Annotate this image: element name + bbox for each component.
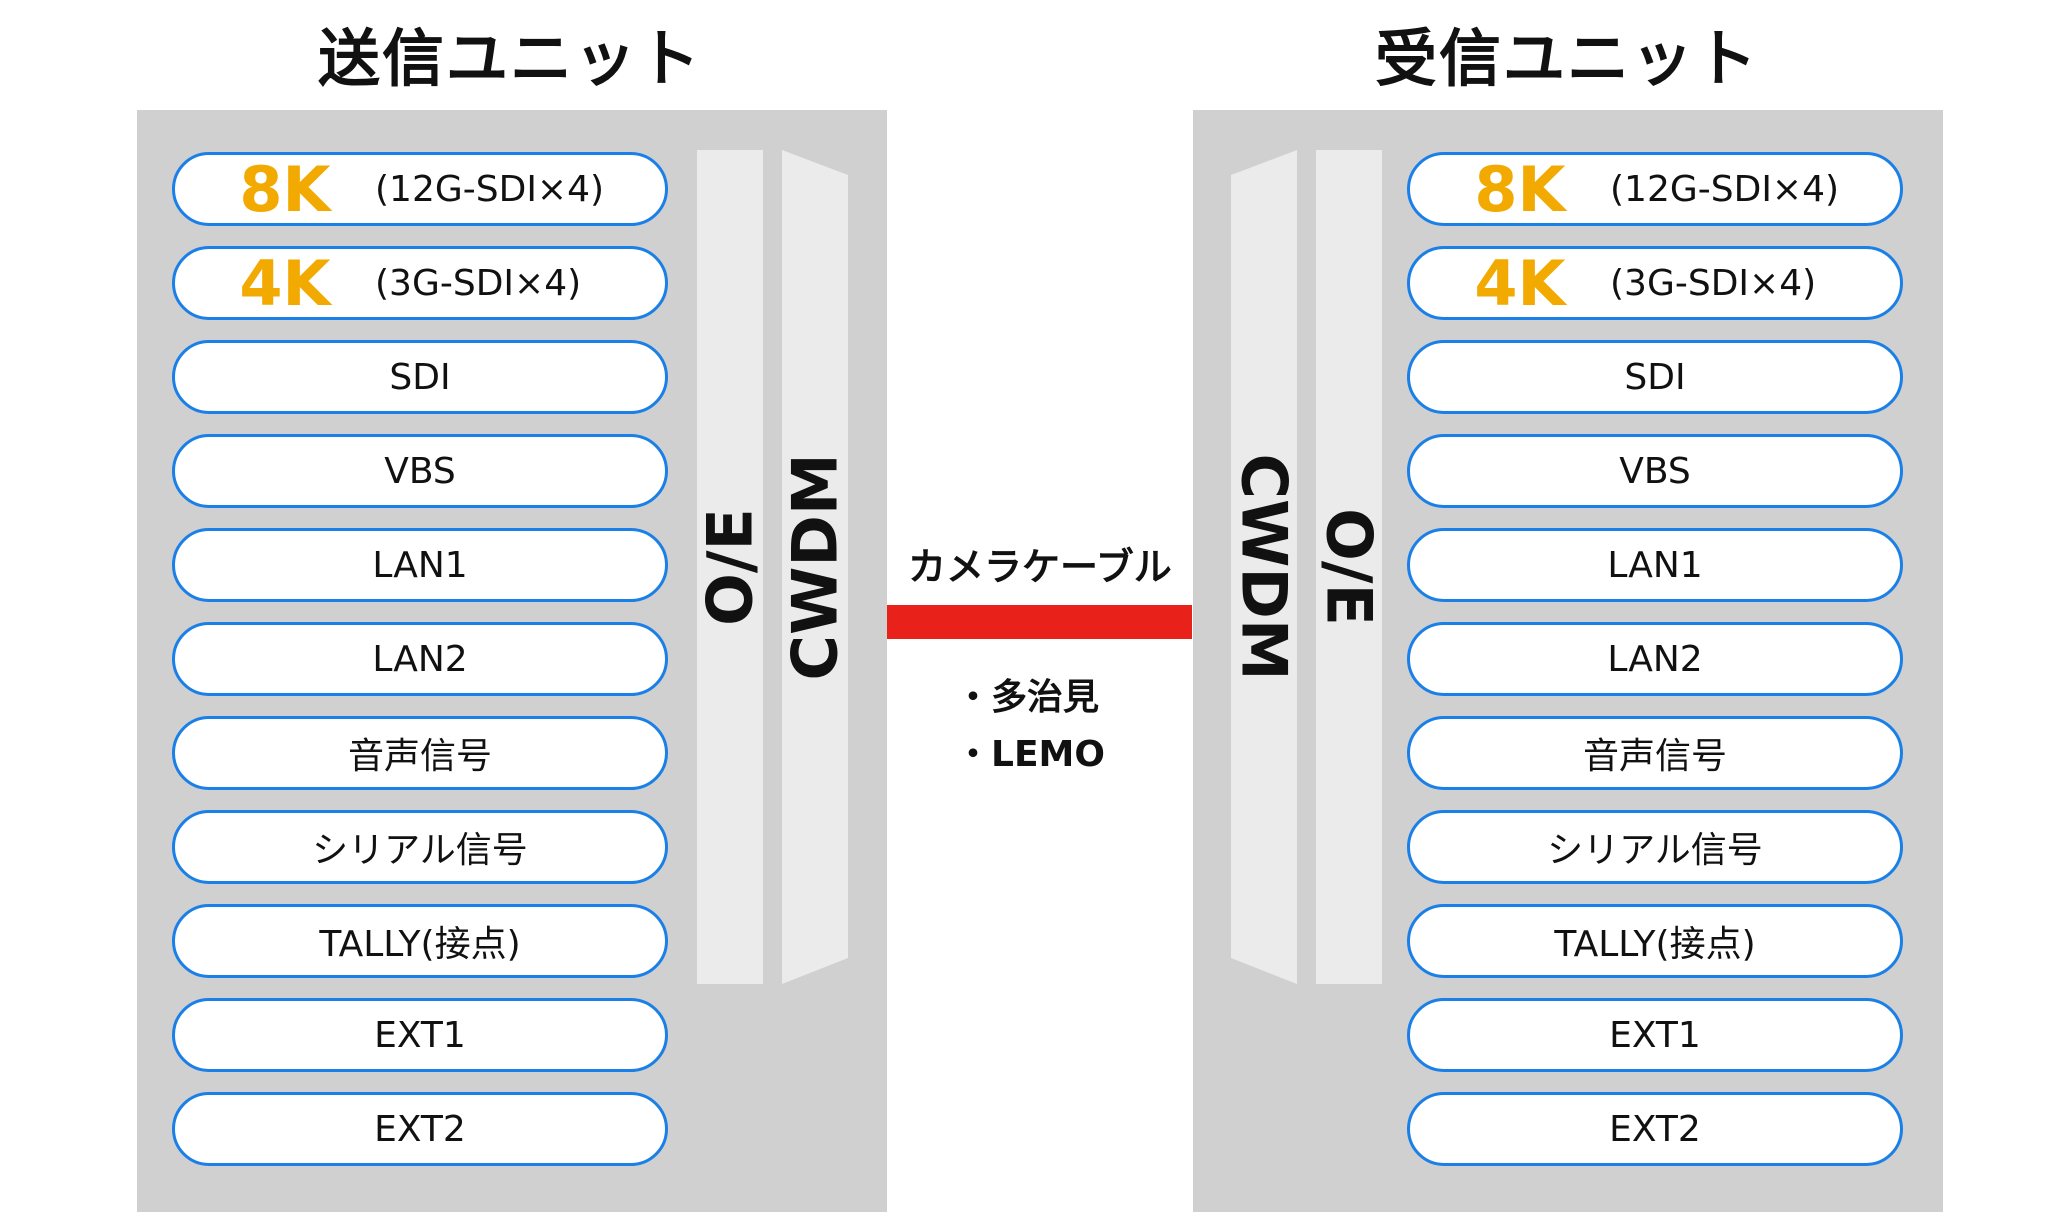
receiver-port-tally: TALLY(接点) [1407,904,1903,978]
port-sub-label: (3G-SDI×4) [375,262,582,304]
receiver-port-ext2: EXT2 [1407,1092,1903,1166]
receiver-port-serial: シリアル信号 [1407,810,1903,884]
port-sub-label: (12G-SDI×4) [375,168,605,210]
receiver-cwdm-block [1231,150,1297,984]
sender-port-ext2: EXT2 [172,1092,668,1166]
sender-unit-title: 送信ユニット [317,22,702,95]
receiver-port-ext1: EXT1 [1407,998,1903,1072]
sender-port-tally: TALLY(接点) [172,904,668,978]
receiver-oe-block [1316,150,1382,984]
camera-cable-label: カメラケーブル [908,545,1172,589]
receiver-oe-label: O/E [1312,508,1386,626]
receiver-unit-title: 受信ユニット [1374,22,1759,95]
sender-oe-block [697,150,763,984]
port-main-label: 4K [1474,246,1566,320]
receiver-port-lan2: LAN2 [1407,622,1903,696]
sender-port-audio: 音声信号 [172,716,668,790]
receiver-port-sdi: SDI [1407,340,1903,414]
sender-port-sdi: SDI [172,340,668,414]
cable-note-lemo: ・LEMO [955,734,1105,775]
camera-cable-line [887,605,1192,639]
sender-oe-label: O/E [693,508,767,626]
sender-cwdm-block [782,150,848,984]
port-main-label: 4K [239,246,331,320]
cable-note-tajimi: ・多治見 [955,677,1100,718]
receiver-cwdm-label: CWDM [1227,453,1301,681]
sender-port-lan1: LAN1 [172,528,668,602]
port-sub-label: (12G-SDI×4) [1610,168,1840,210]
sender-port-ext1: EXT1 [172,998,668,1072]
receiver-port-8k: 8K (12G-SDI×4) [1407,152,1903,226]
sender-port-8k: 8K (12G-SDI×4) [172,152,668,226]
sender-port-lan2: LAN2 [172,622,668,696]
sender-port-vbs: VBS [172,434,668,508]
sender-port-serial: シリアル信号 [172,810,668,884]
sender-cwdm-label: CWDM [778,453,852,681]
port-sub-label: (3G-SDI×4) [1610,262,1817,304]
receiver-port-lan1: LAN1 [1407,528,1903,602]
receiver-port-audio: 音声信号 [1407,716,1903,790]
receiver-port-vbs: VBS [1407,434,1903,508]
sender-port-4k: 4K (3G-SDI×4) [172,246,668,320]
receiver-port-4k: 4K (3G-SDI×4) [1407,246,1903,320]
port-main-label: 8K [1474,152,1566,226]
port-main-label: 8K [239,152,331,226]
